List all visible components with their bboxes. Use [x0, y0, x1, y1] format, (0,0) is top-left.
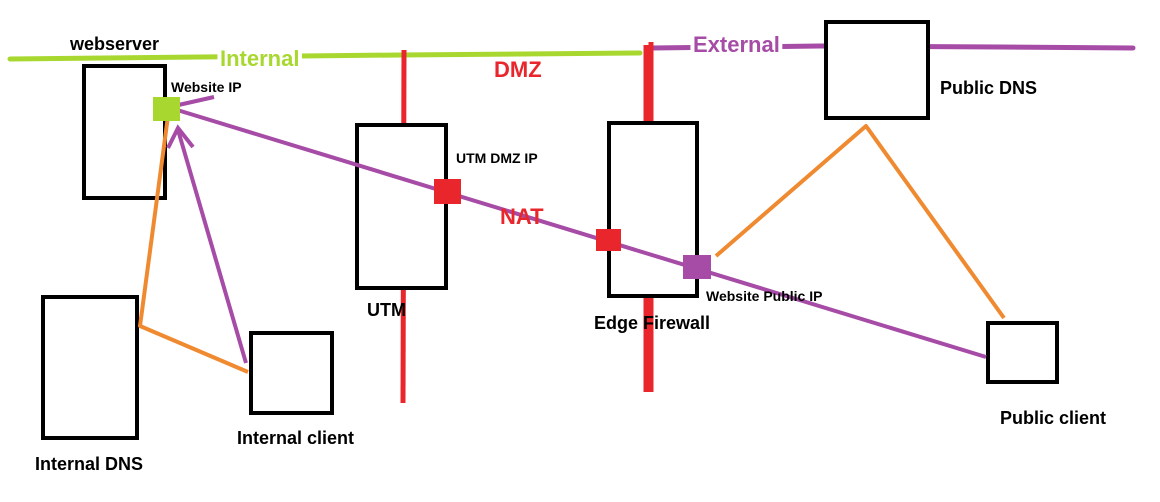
public-client-box — [986, 321, 1059, 384]
public-dns-link — [714, 124, 1006, 320]
website-ip-pointer — [173, 95, 215, 108]
internal-client-label: Internal client — [237, 428, 354, 448]
internal-client-traffic-line — [176, 129, 248, 364]
website-public-ip-marker — [683, 255, 711, 279]
edge-firewall-label: Edge Firewall — [594, 313, 710, 333]
utm-box — [355, 123, 448, 290]
internal-dns-link — [138, 115, 249, 374]
edge-firewall-box — [607, 121, 699, 298]
internal-client-arrowhead — [166, 124, 195, 149]
website-ip-marker — [153, 97, 180, 121]
nat-label: NAT — [500, 204, 544, 229]
webserver-label: webserver — [69, 34, 159, 54]
internal-dns-label: Internal DNS — [35, 454, 143, 474]
utm-dmz-ip-marker — [434, 179, 461, 204]
public-traffic-line — [173, 107, 987, 359]
internal-client-box — [249, 331, 334, 415]
public-dns-label: Public DNS — [940, 78, 1037, 98]
public-dns-box — [824, 20, 930, 120]
internal-dns-box — [41, 295, 139, 440]
website-ip-label: Website IP — [171, 79, 242, 95]
zone-label-internal: Internal — [220, 46, 299, 71]
utm-label: UTM — [367, 300, 406, 320]
internal-zone-line — [7, 50, 643, 62]
website-public-ip-label: Website Public IP — [706, 288, 822, 304]
zone-label-external: External — [693, 32, 780, 57]
webserver-box — [82, 64, 167, 200]
firewall-dmz-ip-marker — [596, 229, 621, 251]
public-client-label: Public client — [1000, 408, 1106, 428]
utm-dmz-ip-label: UTM DMZ IP — [456, 150, 538, 166]
zone-label-dmz: DMZ — [494, 57, 542, 82]
